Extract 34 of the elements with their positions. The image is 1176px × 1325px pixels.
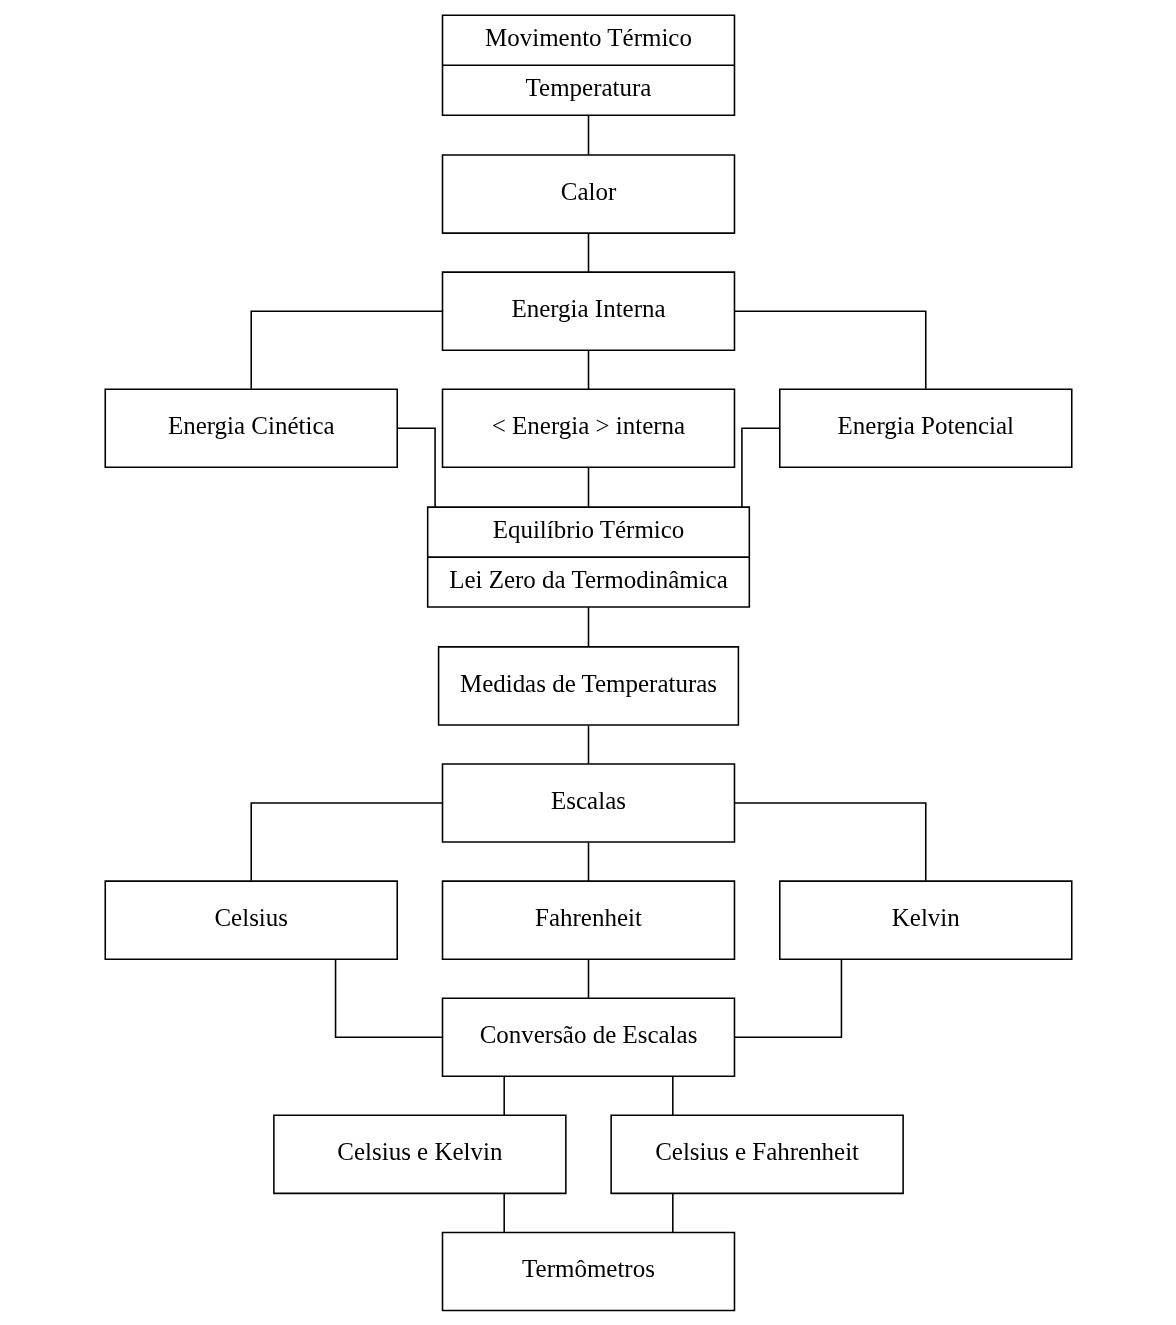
connector <box>587 959 589 999</box>
connector <box>587 114 589 156</box>
connector <box>587 466 589 508</box>
connector <box>733 310 927 390</box>
connector <box>671 1076 674 1116</box>
node-box: Celsius e Fahrenheit <box>609 1114 904 1195</box>
connector <box>334 959 443 1038</box>
node-box: Energia Potencial <box>778 388 1073 469</box>
connector <box>249 310 443 390</box>
connector <box>587 841 589 882</box>
node-box: Energia Cinética <box>103 388 398 469</box>
node-box: < Energia > interna <box>441 388 735 469</box>
node-box: Energia Interna <box>441 271 735 351</box>
connector <box>587 606 589 648</box>
connector <box>249 802 443 882</box>
connector <box>502 1076 505 1116</box>
node-box: Celsius e Kelvin <box>272 1114 567 1195</box>
node-box: Calor <box>441 154 735 234</box>
node-box: Escalas <box>441 763 735 843</box>
connector <box>587 232 589 273</box>
node-box: Fahrenheit <box>441 880 735 960</box>
node-box: Celsius <box>103 880 398 960</box>
node-box: Kelvin <box>778 880 1073 960</box>
connector <box>396 427 436 508</box>
node-box: Conversão de Escalas <box>441 997 735 1078</box>
connector <box>587 724 589 765</box>
connector <box>733 802 927 882</box>
node-box: Medidas de Temperaturas <box>437 646 739 726</box>
connector <box>502 1193 505 1233</box>
connector <box>733 959 842 1038</box>
node-box: Termômetros <box>441 1231 735 1312</box>
connector <box>740 427 780 508</box>
connector <box>587 350 589 390</box>
connector <box>671 1193 674 1233</box>
